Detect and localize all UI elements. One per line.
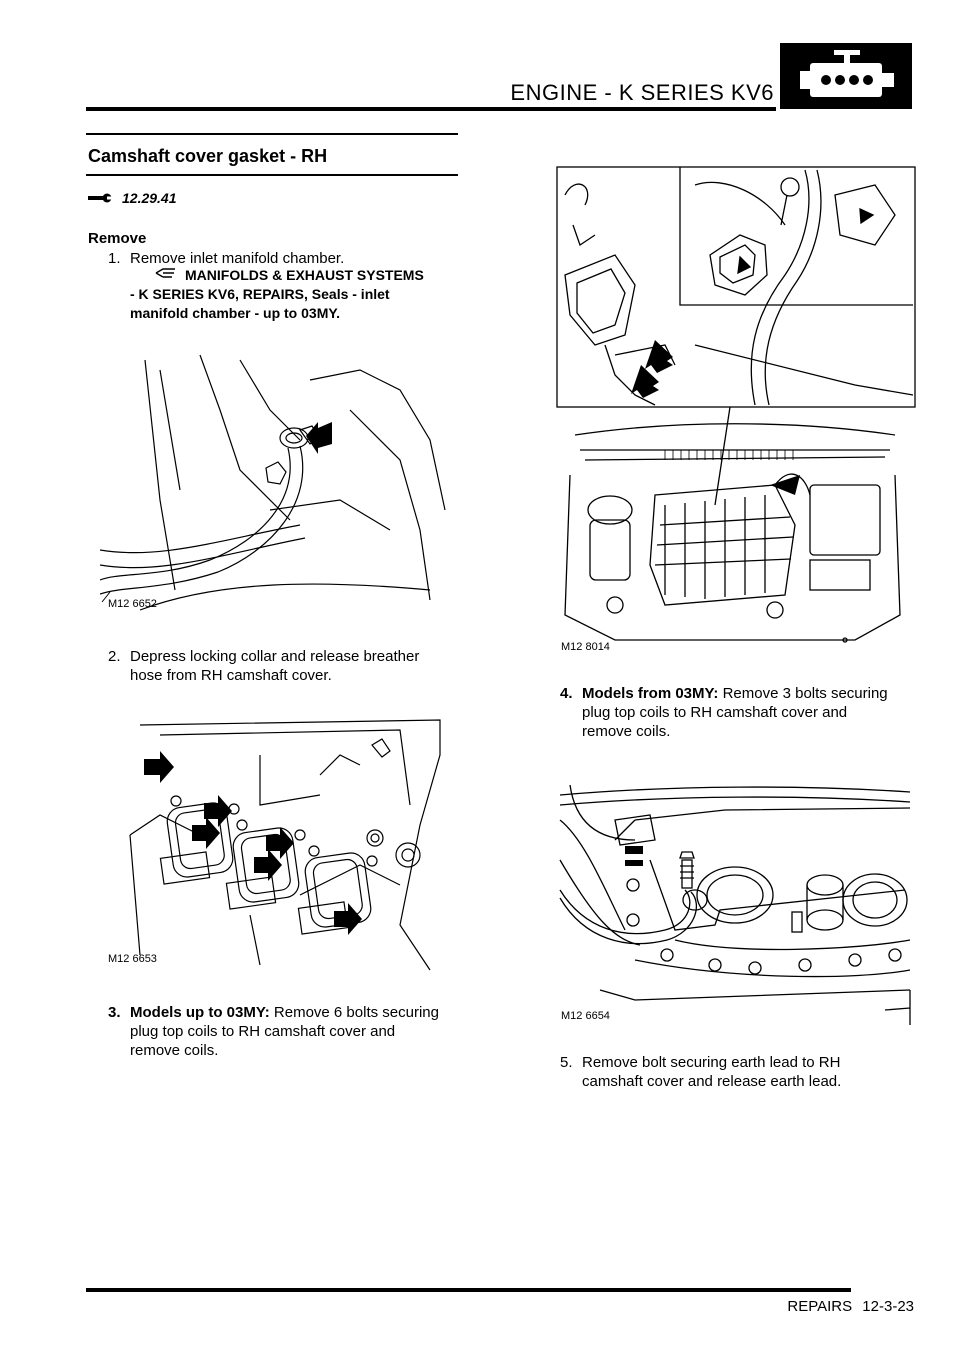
reference-line-3[interactable]: manifold chamber - up to 03MY. — [130, 305, 341, 321]
page-footer: REPAIRS 12-3-23 — [781, 1298, 914, 1315]
figure-breather-hose — [100, 350, 450, 612]
hand-pointer-icon — [155, 266, 177, 280]
section-top-rule — [86, 133, 458, 135]
reference-line-1[interactable]: MANIFOLDS & EXHAUST SYSTEMS — [185, 267, 424, 283]
page-header-title: ENGINE - K SERIES KV6 — [510, 80, 774, 105]
engine-icon — [780, 43, 912, 109]
page-number: 12-3-23 — [862, 1298, 914, 1315]
reference-line-2[interactable]: - K SERIES KV6, REPAIRS, Seals - inlet — [130, 286, 390, 302]
figure-3-label: M12 8014 — [561, 641, 610, 653]
footer-label: REPAIRS — [787, 1298, 853, 1315]
step-4: 4.Models from 03MY: Remove 3 bolts secur… — [560, 685, 888, 740]
footer-rule — [86, 1288, 851, 1292]
figure-engine-bay — [555, 165, 917, 655]
header-rule — [86, 107, 776, 111]
step-3: 3.Models up to 03MY: Remove 6 bolts secu… — [108, 1004, 439, 1059]
figure-coils-up-to-03my — [100, 715, 450, 975]
step-5: 5.Remove bolt securing earth lead to RH … — [560, 1054, 842, 1090]
spanner-icon — [88, 193, 112, 203]
figure-4-label: M12 6654 — [561, 1010, 610, 1022]
figure-1-label: M12 6652 — [108, 598, 157, 610]
step-2: 2.Depress locking collar and release bre… — [108, 648, 420, 684]
step-1: 1.Remove inlet manifold chamber. — [108, 250, 345, 267]
operation-number: 12.29.41 — [88, 190, 177, 206]
figure-2-label: M12 6653 — [108, 953, 157, 965]
section-bottom-rule — [86, 174, 458, 176]
figure-earth-lead — [555, 780, 917, 1030]
remove-heading: Remove — [88, 230, 147, 247]
section-title: Camshaft cover gasket - RH — [88, 146, 328, 166]
